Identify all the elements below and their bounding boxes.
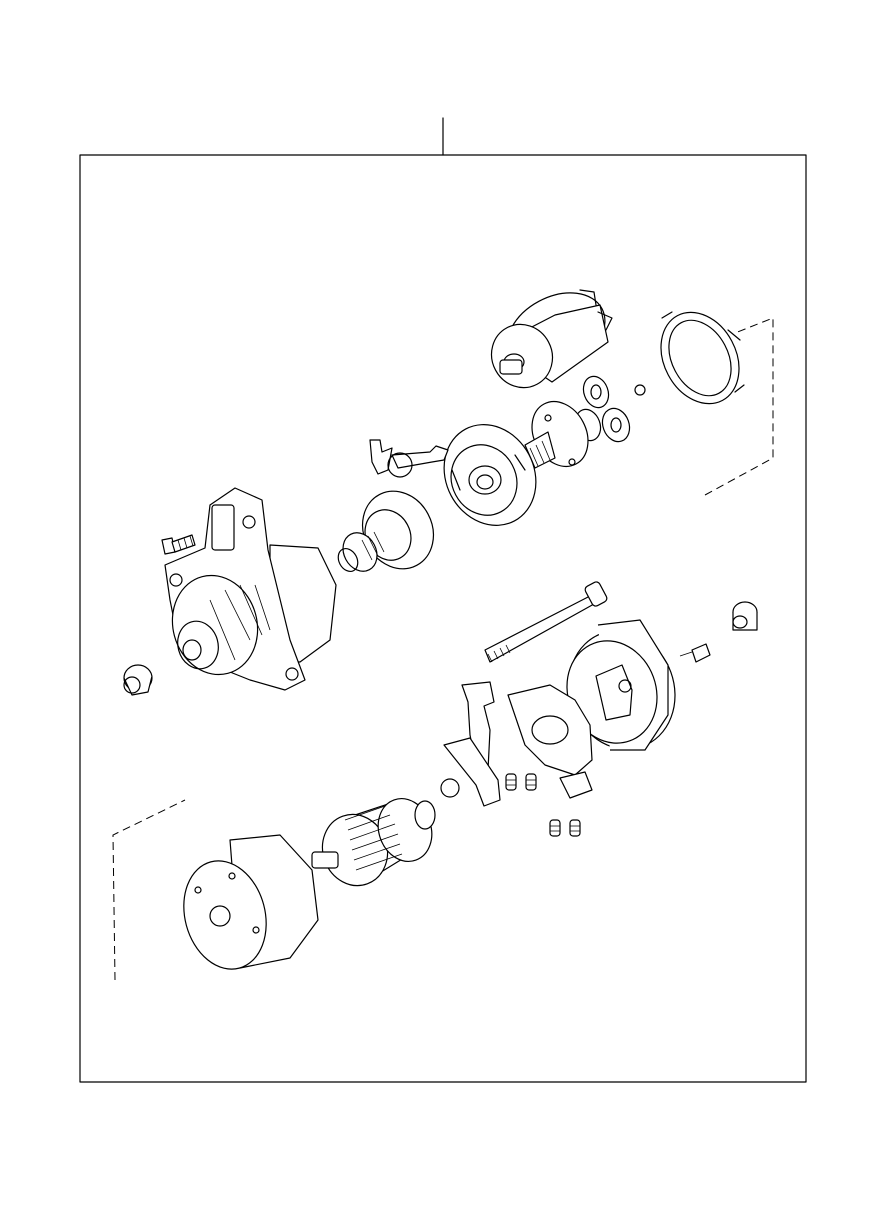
gear-shaft bbox=[524, 400, 589, 469]
shift-lever bbox=[369, 439, 449, 478]
pinion-drive bbox=[337, 490, 435, 573]
brush-holder bbox=[440, 681, 593, 807]
mounting-bolt bbox=[161, 534, 196, 555]
brushes bbox=[505, 773, 581, 837]
through-bolt bbox=[484, 581, 608, 663]
bearing-sleeve bbox=[732, 601, 758, 631]
alignment-guide-upper bbox=[704, 317, 774, 496]
armature bbox=[311, 798, 436, 887]
gear-housing bbox=[443, 424, 537, 526]
steel-ball bbox=[634, 384, 646, 396]
solenoid-switch bbox=[490, 289, 613, 389]
end-frame-screw bbox=[679, 643, 711, 663]
yoke bbox=[183, 834, 319, 970]
front-bracket bbox=[164, 487, 337, 691]
snap-ring bbox=[660, 311, 745, 405]
diagram-frame bbox=[79, 154, 807, 1083]
bushing bbox=[123, 664, 153, 696]
end-frame bbox=[566, 619, 676, 751]
alignment-guide-lower bbox=[112, 799, 186, 981]
